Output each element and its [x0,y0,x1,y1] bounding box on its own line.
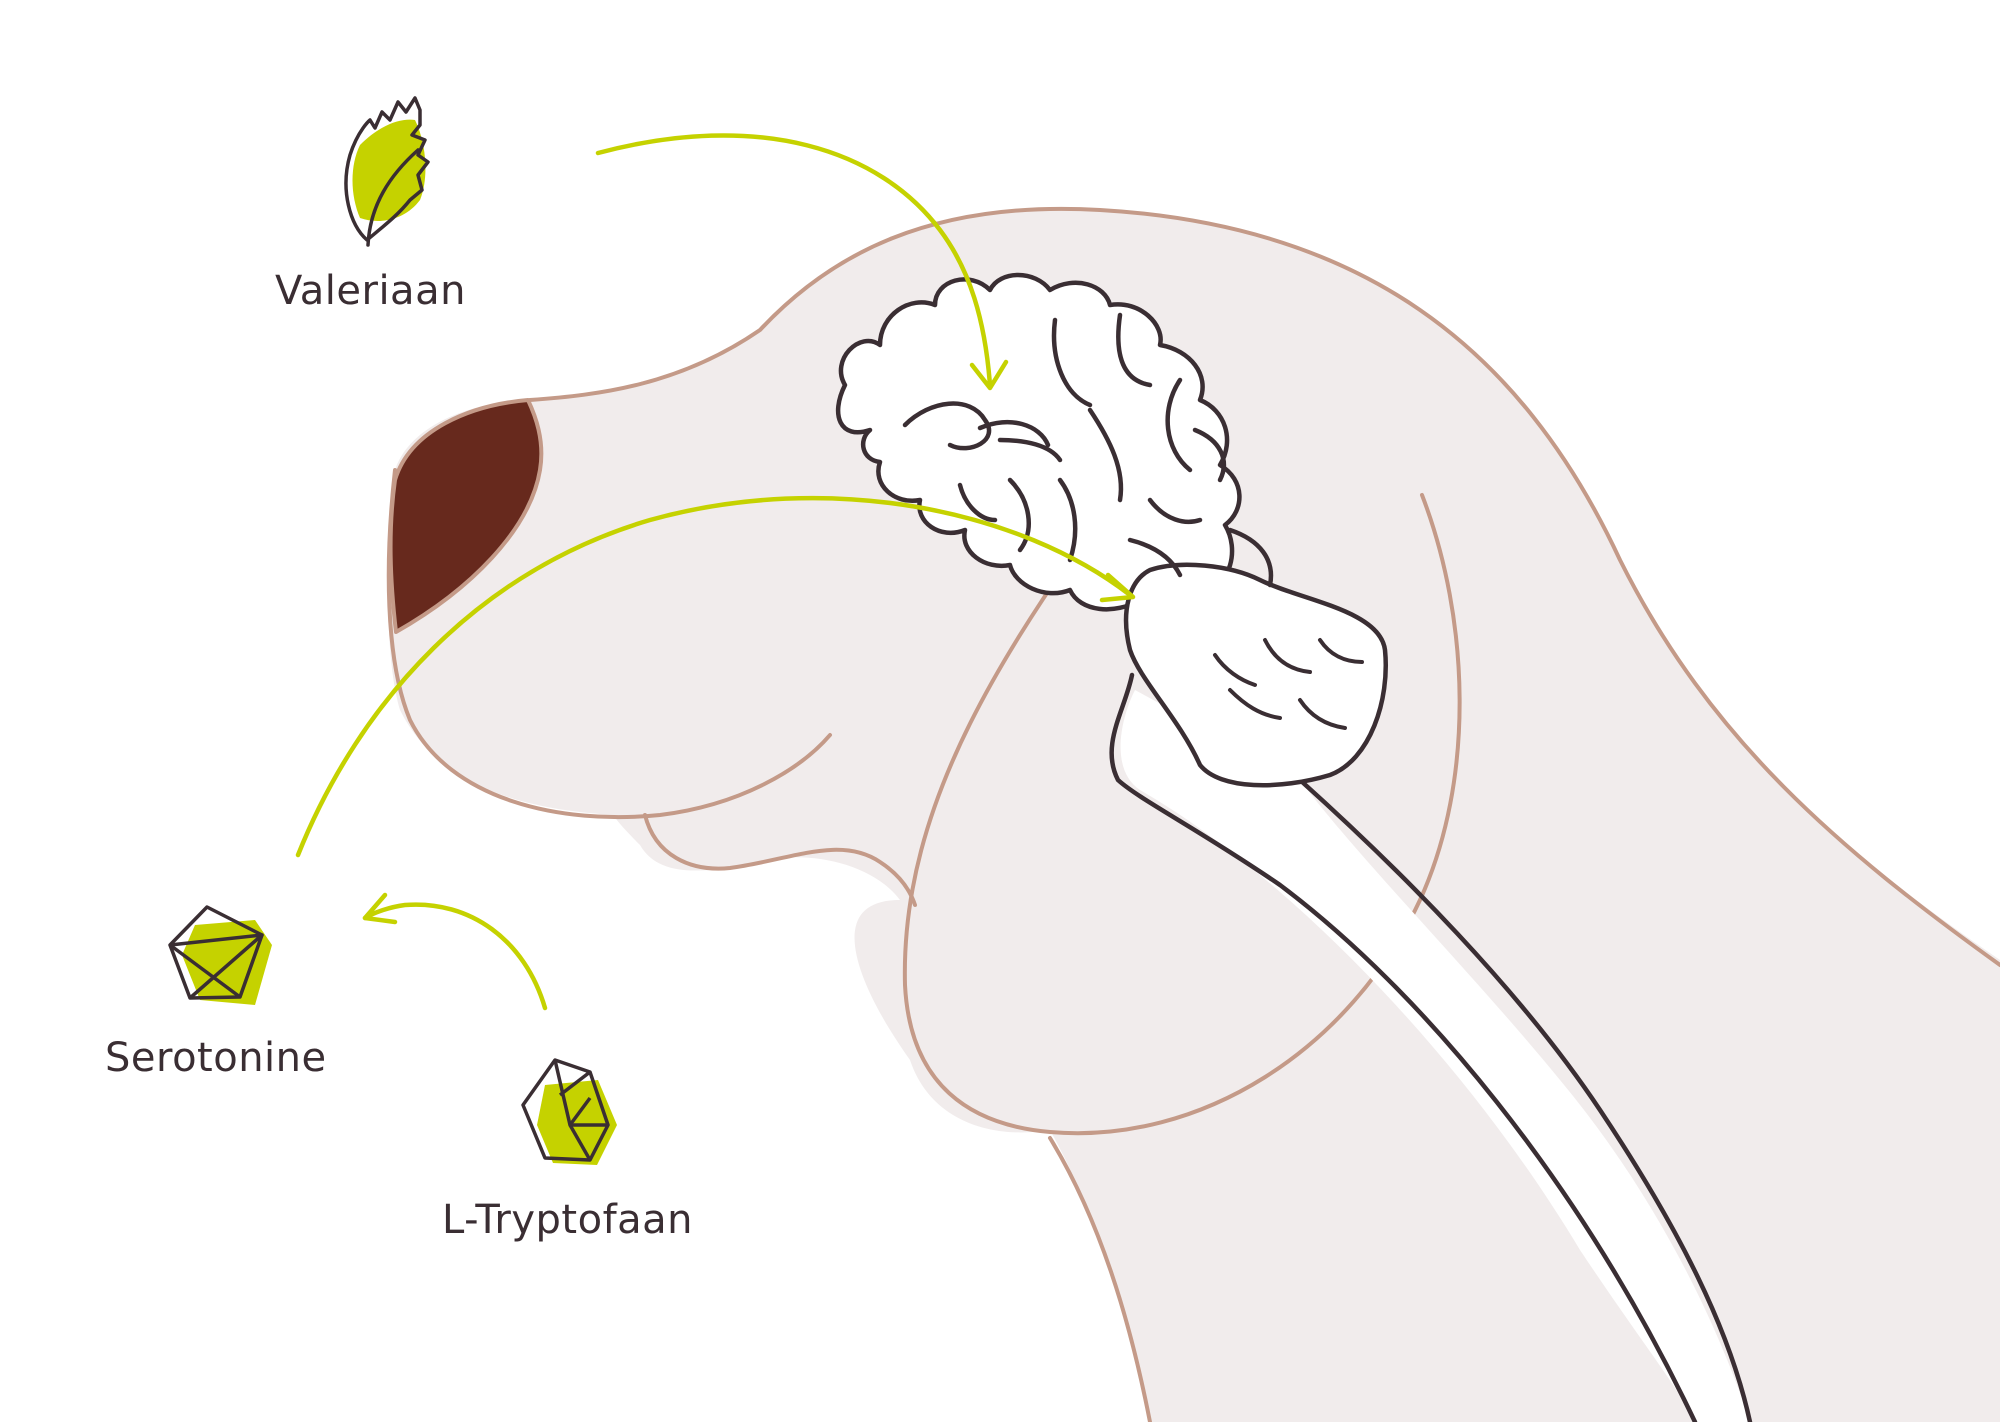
arrow-valerian-to-brain [595,133,993,388]
cerebellum-fold [1263,638,1312,674]
arrow-head [362,892,398,925]
brain-cerebellum [1123,562,1388,788]
cerebellum-fold [1318,638,1364,664]
arrow-tryptophan-to-serotonin [362,902,548,1011]
brain-fold [1007,477,1031,553]
tryptophan-crystal-facet [568,1096,592,1127]
dog-jaw-outline [386,468,832,820]
spinal-cord-lower-line [1297,777,1753,1422]
brain-fold [1192,427,1227,483]
brain-fold [902,401,992,451]
arrows [295,133,1136,1011]
brain-fold [1165,377,1193,473]
label-valerian: Valeriaan [275,268,466,314]
cerebellum-fold [1213,653,1257,687]
brain [835,272,1388,788]
brain-fold [1051,317,1093,408]
brain-fold [957,482,998,523]
spinal-cord [1109,672,1753,1422]
leaf-icon-shadow [352,119,426,221]
cerebellum-fold [1298,698,1347,730]
tryptophan-crystal-facet [568,1124,592,1161]
brain-fold [1147,497,1203,525]
dog-chin-outline [643,813,917,907]
serotonin-crystal-icon [168,905,272,1005]
dog-head-outline [528,206,2000,967]
arrow-serotonin-to-brain [295,495,1133,858]
brain-fold [1087,407,1124,503]
label-tryptophan: L-Tryptofaan [442,1197,694,1243]
dog-nose [388,398,544,634]
dog-chest-outline [1048,1136,1152,1422]
tryptophan-crystal-shadow [537,1080,617,1165]
leaf-icon-outline [344,96,430,242]
brain-fold [997,437,1063,463]
leaf-icon-stem [366,148,420,247]
arrow-head [1099,572,1136,603]
tryptophan-crystal-facet [558,1070,592,1097]
dog-ear-outline [902,476,1462,1136]
serotonin-crystal-facet [168,943,242,999]
brain-fold [1116,312,1153,388]
cerebellum-fold [1228,688,1282,720]
label-serotonin: Serotonine [105,1035,327,1081]
tryptophan-crystal-icon [521,1058,617,1165]
leaf-icon [344,96,430,247]
brain-cerebrum [835,272,1242,612]
serotonin-crystal-outline [168,905,264,1000]
arrow-head [969,359,1009,391]
brain-fold [1127,537,1183,578]
brain-fold [977,419,1051,448]
brain-fold [1057,477,1078,563]
spinal-cord-upper-line [1109,672,1698,1422]
brain-fold [1227,527,1274,588]
